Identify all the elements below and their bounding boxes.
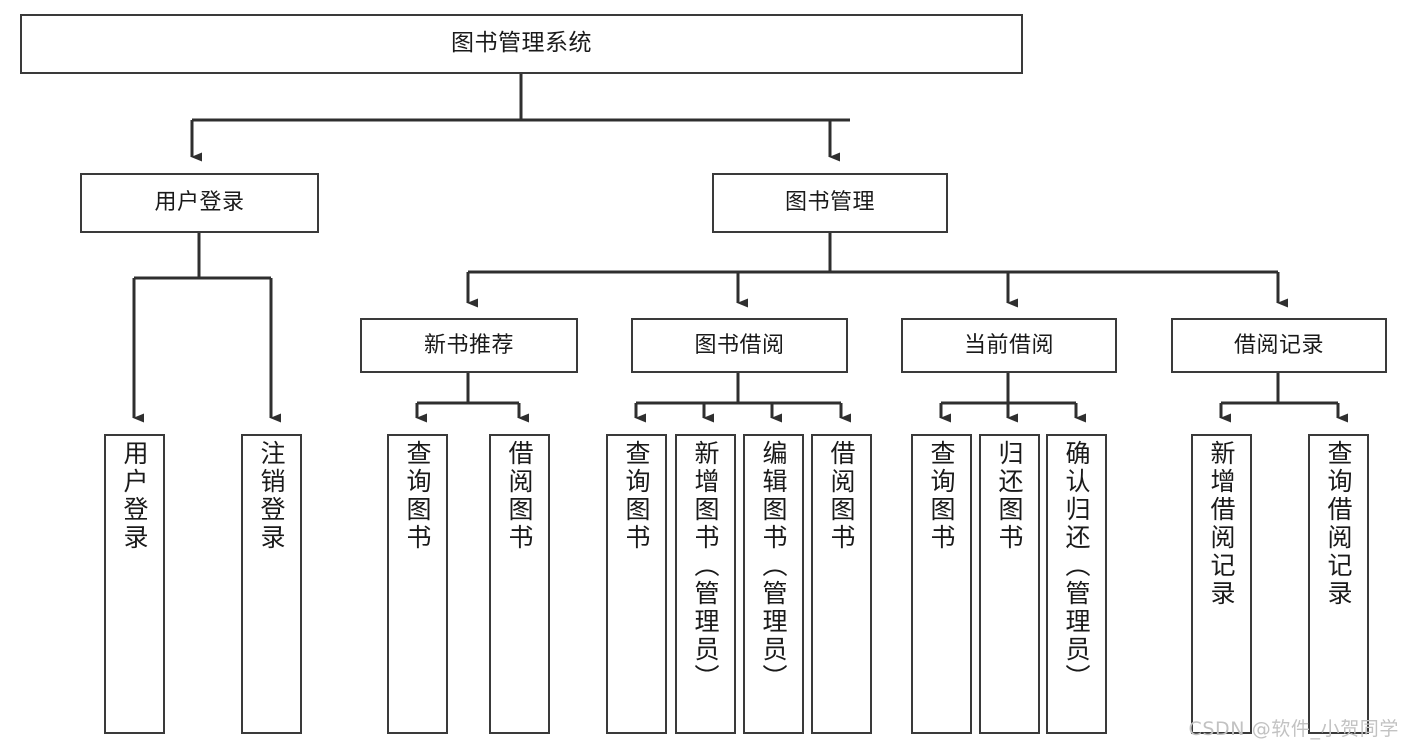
node-book-management[interactable]: 图书管理 bbox=[712, 173, 948, 233]
node-label: 查询借阅记录 bbox=[1324, 440, 1353, 608]
node-label: 新书推荐 bbox=[423, 332, 514, 358]
leaf-user-login[interactable]: 用户登录 bbox=[104, 434, 165, 734]
node-label: 借阅图书 bbox=[827, 440, 856, 552]
node-label: 借阅记录 bbox=[1233, 332, 1324, 358]
leaf-add-borrow-record[interactable]: 新增借阅记录 bbox=[1191, 434, 1252, 734]
leaf-return-book[interactable]: 归还图书 bbox=[979, 434, 1040, 734]
node-label: 查询图书 bbox=[622, 440, 651, 552]
node-label: 用户登录 bbox=[154, 190, 245, 216]
node-label: 新增图书（管理员） bbox=[691, 440, 720, 692]
leaf-confirm-return-admin[interactable]: 确认归还（管理员） bbox=[1046, 434, 1107, 734]
leaf-borrow-book-recommend[interactable]: 借阅图书 bbox=[489, 434, 550, 734]
node-borrow-record[interactable]: 借阅记录 bbox=[1171, 318, 1387, 373]
leaf-logout[interactable]: 注销登录 bbox=[241, 434, 302, 734]
node-book-borrow[interactable]: 图书借阅 bbox=[631, 318, 848, 373]
node-label: 查询图书 bbox=[403, 440, 432, 552]
node-label: 新增借阅记录 bbox=[1207, 440, 1236, 608]
node-label: 注销登录 bbox=[257, 440, 286, 552]
node-label: 图书管理 bbox=[784, 190, 875, 216]
node-label: 编辑图书（管理员） bbox=[759, 440, 788, 692]
leaf-edit-book-admin[interactable]: 编辑图书（管理员） bbox=[743, 434, 804, 734]
node-current-borrow[interactable]: 当前借阅 bbox=[901, 318, 1117, 373]
node-root-system[interactable]: 图书管理系统 bbox=[20, 14, 1023, 74]
node-label: 图书借阅 bbox=[694, 332, 785, 358]
node-label: 借阅图书 bbox=[505, 440, 534, 552]
leaf-query-book-recommend[interactable]: 查询图书 bbox=[387, 434, 448, 734]
node-label: 图书管理系统 bbox=[451, 30, 592, 57]
node-label: 确认归还（管理员） bbox=[1062, 440, 1091, 692]
leaf-query-book-borrow[interactable]: 查询图书 bbox=[606, 434, 667, 734]
node-user-login[interactable]: 用户登录 bbox=[80, 173, 319, 233]
node-new-book-recommend[interactable]: 新书推荐 bbox=[360, 318, 578, 373]
leaf-borrow-book[interactable]: 借阅图书 bbox=[811, 434, 872, 734]
node-label: 用户登录 bbox=[120, 440, 149, 552]
node-label: 当前借阅 bbox=[963, 332, 1054, 358]
leaf-query-borrow-record[interactable]: 查询借阅记录 bbox=[1308, 434, 1369, 734]
leaf-query-book-current[interactable]: 查询图书 bbox=[911, 434, 972, 734]
leaf-add-book-admin[interactable]: 新增图书（管理员） bbox=[675, 434, 736, 734]
node-label: 归还图书 bbox=[995, 440, 1024, 552]
node-label: 查询图书 bbox=[927, 440, 956, 552]
